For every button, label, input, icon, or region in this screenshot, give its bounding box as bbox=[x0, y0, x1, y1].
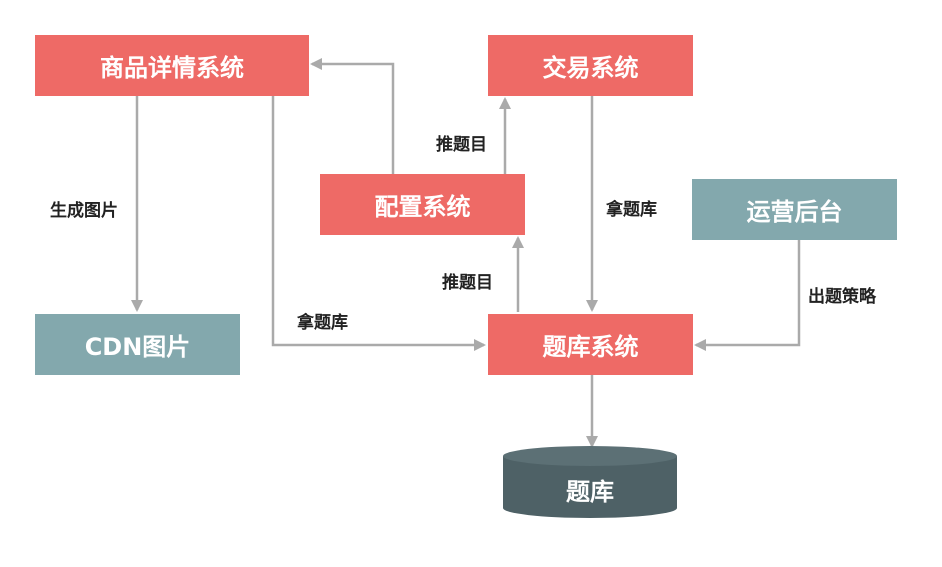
edge-label-question-strategy: 出题策略 bbox=[808, 287, 876, 307]
product-detail-system-node[interactable]: 商品详情系统 bbox=[35, 35, 309, 96]
edge-label-generate-image: 生成图片 bbox=[50, 201, 118, 221]
database-cylinder bbox=[503, 446, 677, 518]
ops-backend-node[interactable]: 运营后台 bbox=[692, 179, 897, 240]
edge-label-push-question-top: 推题目 bbox=[436, 135, 487, 155]
edge-product-to-bank bbox=[271, 96, 486, 351]
edge-label-fetch-bank-left: 拿题库 bbox=[297, 313, 348, 333]
question-bank-system-node[interactable]: 题库系统 bbox=[488, 314, 693, 375]
edge-ops-to-bank bbox=[694, 240, 801, 351]
question-bank-db-label[interactable]: 题库 bbox=[566, 477, 614, 506]
cdn-image-node[interactable]: CDN图片 bbox=[35, 314, 240, 375]
edge-label-push-question-bottom: 推题目 bbox=[442, 273, 493, 293]
trade-system-node[interactable]: 交易系统 bbox=[488, 35, 693, 96]
edge-label-fetch-bank-right: 拿题库 bbox=[606, 200, 657, 220]
edge-config-to-product bbox=[310, 58, 395, 174]
config-system-node[interactable]: 配置系统 bbox=[320, 174, 525, 235]
